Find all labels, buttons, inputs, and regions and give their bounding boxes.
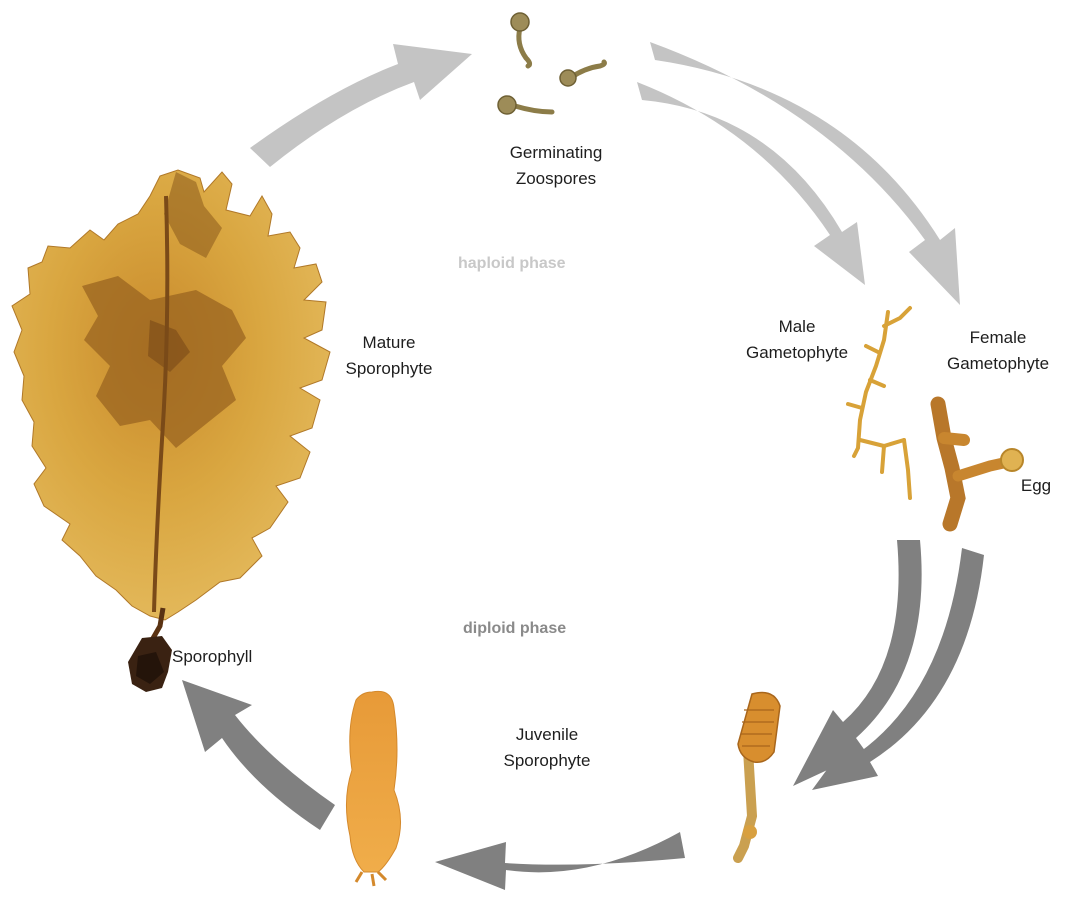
arrow-zoospores-to-male [637,82,865,285]
egg-illustration [1001,449,1023,471]
sporophyll-illustration [128,636,172,692]
label-juvenile-sporophyte: Juvenile Sporophyte [482,722,612,774]
embryo-illustration [738,693,780,859]
label-mature-sporophyte: Mature Sporophyte [334,330,444,382]
mature-sporophyte-illustration [12,170,330,640]
diploid-arrows [182,540,984,890]
juvenile-sporophyte-illustration [346,691,400,886]
label-male-gametophyte: Male Gametophyte [722,314,872,366]
label-sporophyll: Sporophyll [172,644,282,670]
arrow-zoospores-to-female [650,42,960,305]
diploid-phase-label: diploid phase [463,620,566,638]
arrow-embryo-to-juvenile [435,832,685,890]
zoospores-illustration [498,13,605,114]
label-germinating-zoospores: Germinating Zoospores [486,140,626,192]
haploid-phase-label: haploid phase [458,255,566,273]
arrow-juvenile-to-mature [182,680,335,830]
arrow-sporophyte-to-zoospores [250,44,472,167]
label-female-gametophyte: Female Gametophyte [928,325,1068,377]
label-egg: Egg [1016,473,1056,499]
female-gametophyte-illustration [938,404,1008,524]
